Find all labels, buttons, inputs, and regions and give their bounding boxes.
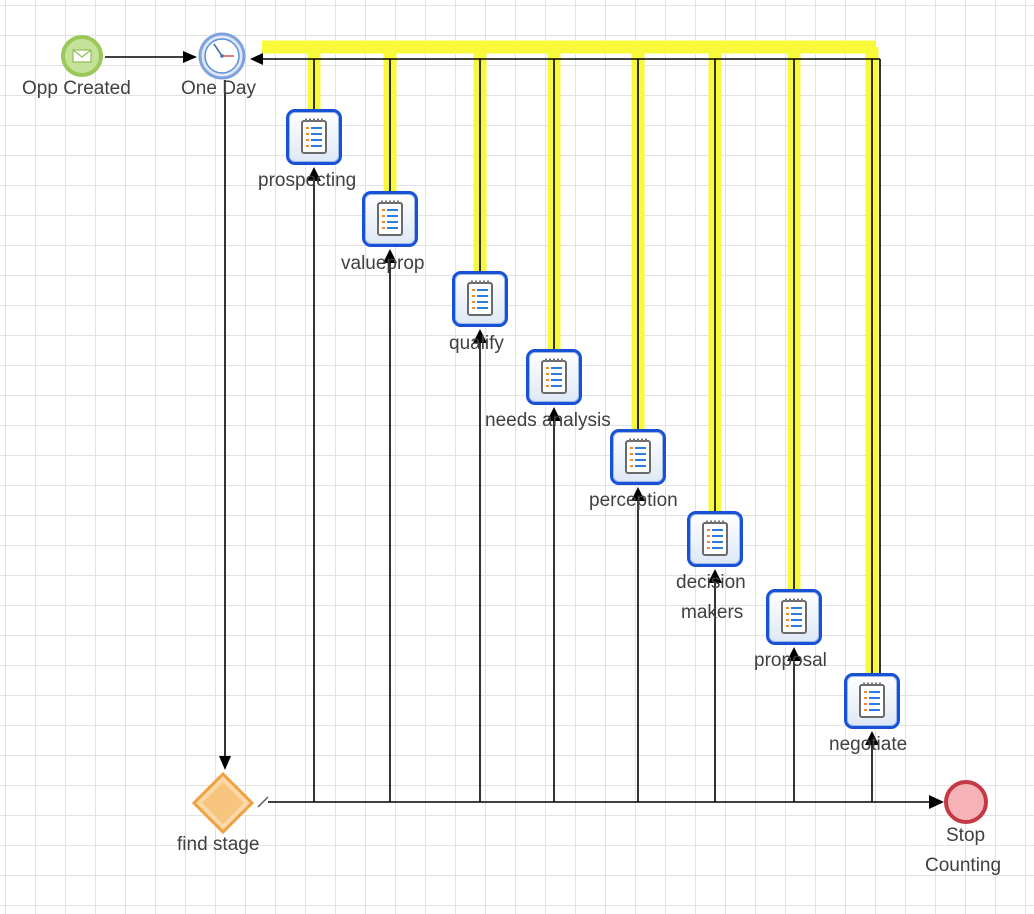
task-label: needs analysis [485, 410, 611, 431]
arrowhead [383, 249, 397, 263]
end-event[interactable] [940, 778, 996, 828]
task-label: perception [589, 490, 678, 511]
arrowhead [307, 167, 321, 181]
task-valueprop[interactable] [362, 191, 418, 247]
arrowhead [250, 53, 263, 65]
task-proposal[interactable] [766, 589, 822, 645]
arrowhead [473, 329, 487, 343]
end-event-label-line2: Counting [925, 855, 1002, 876]
gateway-label: find stage [177, 834, 260, 855]
default-flow-marker [257, 796, 269, 808]
task-list-icon [377, 200, 403, 236]
arrowhead [929, 795, 944, 809]
arrowhead [708, 569, 722, 583]
timer-event-label: One Day [181, 78, 256, 99]
arrowhead [865, 731, 879, 745]
task-label: valueprop [341, 253, 425, 274]
arrowhead [547, 407, 561, 421]
task-perception[interactable] [610, 429, 666, 485]
task-label: negotiate [829, 734, 908, 755]
task-label-line1: decision [676, 572, 746, 593]
end-circle-icon [944, 780, 988, 824]
task-label: proposal [754, 650, 827, 671]
task-prospecting[interactable] [286, 109, 342, 165]
task-list-icon [859, 682, 885, 718]
clock-icon [198, 32, 246, 80]
task-needs-analysis[interactable] [526, 349, 582, 405]
arrowhead [787, 647, 801, 661]
start-event[interactable] [60, 34, 108, 82]
end-event-label-line1: Stop [946, 825, 986, 846]
task-qualify[interactable] [452, 271, 508, 327]
task-label-line2: makers [681, 602, 744, 623]
task-list-icon [467, 280, 493, 316]
arrowhead [183, 51, 197, 63]
task-list-icon [781, 598, 807, 634]
gateway[interactable] [190, 770, 256, 836]
envelope-icon [72, 49, 92, 63]
start-event-label: Opp Created [22, 78, 131, 99]
task-negotiate[interactable] [844, 673, 900, 729]
arrowhead [631, 487, 645, 501]
task-list-icon [541, 358, 567, 394]
arrowhead [219, 756, 231, 770]
task-list-icon [625, 438, 651, 474]
task-decision-makers[interactable] [687, 511, 743, 567]
task-label: qualify [449, 333, 504, 354]
task-list-icon [702, 520, 728, 556]
diamond-gateway-icon [191, 771, 255, 835]
timer-event[interactable] [196, 30, 248, 82]
task-label: prospecting [258, 170, 357, 191]
task-list-icon [301, 118, 327, 154]
